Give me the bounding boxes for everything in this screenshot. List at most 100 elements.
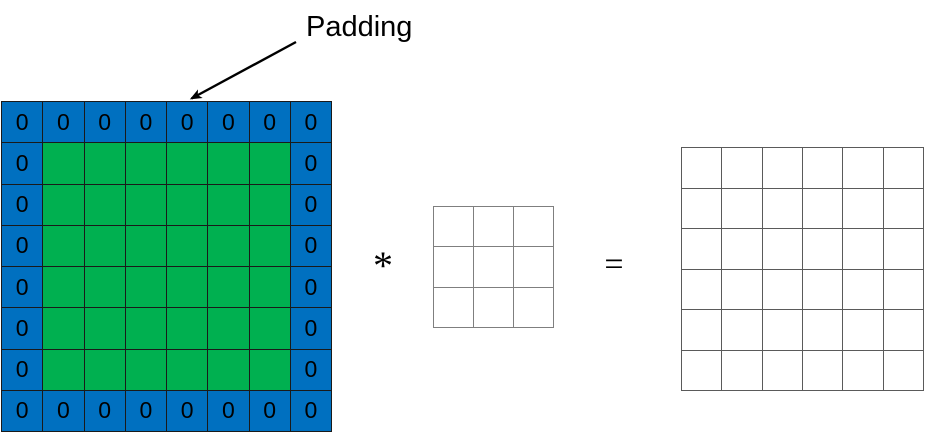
matrix-cell — [208, 184, 249, 225]
matrix-cell — [43, 308, 84, 349]
matrix-cell — [762, 269, 802, 309]
matrix-cell: 0 — [125, 390, 166, 431]
matrix-cell — [722, 269, 762, 309]
matrix-cell — [249, 267, 290, 308]
matrix-cell — [762, 188, 802, 228]
matrix-cell — [682, 188, 722, 228]
matrix-cell: 0 — [2, 390, 43, 431]
matrix-cell: 0 — [125, 102, 166, 143]
matrix-cell — [762, 310, 802, 350]
matrix-cell — [125, 225, 166, 266]
matrix-cell: 0 — [2, 225, 43, 266]
matrix-cell — [167, 349, 208, 390]
matrix-cell — [682, 350, 722, 390]
matrix-cell — [883, 188, 923, 228]
equals-operator-symbol: = — [604, 246, 624, 283]
matrix-cell — [167, 225, 208, 266]
matrix-cell — [125, 143, 166, 184]
matrix-cell: 0 — [84, 102, 125, 143]
matrix-cell: 0 — [249, 390, 290, 431]
matrix-cell — [722, 229, 762, 269]
matrix-cell — [434, 287, 473, 327]
matrix-cell — [682, 148, 722, 188]
matrix-cell — [843, 310, 883, 350]
matrix-cell — [125, 267, 166, 308]
matrix-cell — [762, 350, 802, 390]
output-matrix — [681, 147, 924, 391]
matrix-cell — [249, 143, 290, 184]
matrix-cell — [762, 229, 802, 269]
matrix-cell — [84, 267, 125, 308]
matrix-cell — [43, 184, 84, 225]
matrix-cell — [84, 184, 125, 225]
matrix-cell — [883, 269, 923, 309]
matrix-cell: 0 — [2, 184, 43, 225]
matrix-cell — [802, 148, 843, 188]
matrix-cell — [167, 143, 208, 184]
matrix-cell — [883, 148, 923, 188]
matrix-cell — [249, 308, 290, 349]
matrix-cell — [843, 188, 883, 228]
matrix-cell: 0 — [43, 390, 84, 431]
matrix-cell — [843, 350, 883, 390]
matrix-cell — [722, 188, 762, 228]
matrix-cell — [167, 267, 208, 308]
matrix-cell — [682, 310, 722, 350]
matrix-cell — [722, 148, 762, 188]
matrix-cell — [514, 207, 553, 247]
matrix-cell: 0 — [2, 308, 43, 349]
matrix-cell — [762, 148, 802, 188]
matrix-cell: 0 — [290, 143, 331, 184]
matrix-cell — [514, 287, 553, 327]
matrix-cell: 0 — [208, 390, 249, 431]
matrix-cell — [84, 349, 125, 390]
matrix-cell — [682, 229, 722, 269]
matrix-cell: 0 — [84, 390, 125, 431]
matrix-cell: 0 — [2, 267, 43, 308]
matrix-cell — [802, 350, 843, 390]
matrix-cell — [474, 247, 513, 287]
matrix-cell — [682, 269, 722, 309]
matrix-cell: 0 — [290, 308, 331, 349]
matrix-cell — [43, 349, 84, 390]
matrix-cell — [208, 225, 249, 266]
matrix-cell — [84, 225, 125, 266]
matrix-cell — [802, 229, 843, 269]
matrix-cell — [434, 247, 473, 287]
matrix-cell — [843, 269, 883, 309]
matrix-cell: 0 — [290, 390, 331, 431]
padding-annotation-label: Padding — [306, 11, 413, 43]
matrix-cell — [514, 247, 553, 287]
matrix-cell — [125, 184, 166, 225]
matrix-cell — [208, 349, 249, 390]
matrix-cell: 0 — [167, 390, 208, 431]
matrix-cell — [883, 350, 923, 390]
matrix-cell: 0 — [43, 102, 84, 143]
matrix-cell — [43, 225, 84, 266]
matrix-cell: 0 — [2, 349, 43, 390]
matrix-cell — [125, 349, 166, 390]
matrix-cell — [208, 308, 249, 349]
matrix-cell: 0 — [249, 102, 290, 143]
matrix-cell — [722, 310, 762, 350]
matrix-cell — [125, 308, 166, 349]
matrix-cell — [84, 308, 125, 349]
matrix-cell — [802, 188, 843, 228]
matrix-cell — [802, 269, 843, 309]
matrix-cell — [474, 287, 513, 327]
matrix-cell — [43, 267, 84, 308]
matrix-cell — [84, 143, 125, 184]
matrix-cell: 0 — [2, 102, 43, 143]
matrix-cell — [167, 308, 208, 349]
matrix-cell — [208, 143, 249, 184]
matrix-cell: 0 — [290, 225, 331, 266]
matrix-cell — [802, 310, 843, 350]
matrix-cell: 0 — [290, 184, 331, 225]
matrix-cell — [883, 229, 923, 269]
matrix-cell — [434, 207, 473, 247]
matrix-cell: 0 — [290, 267, 331, 308]
padding-annotation-arrow-icon — [189, 40, 297, 100]
matrix-cell: 0 — [290, 102, 331, 143]
convolution-kernel-matrix — [433, 206, 554, 328]
